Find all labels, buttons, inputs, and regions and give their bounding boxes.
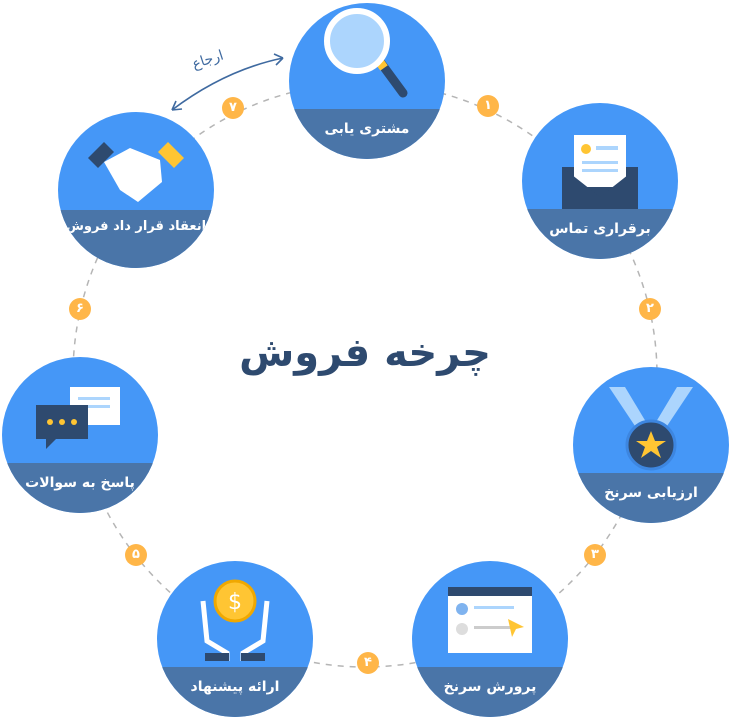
envelope-icon (562, 135, 638, 215)
diagram-title: چرخه فروش (239, 330, 491, 376)
referral-arrow (171, 57, 284, 111)
step-label: پرورش سرنخ (412, 667, 568, 717)
step-label: برقراری تماس (522, 209, 678, 259)
step-closing: انعقاد قرار داد فروش (58, 112, 214, 268)
step-label: ارزیابی سرنخ (573, 473, 729, 523)
step-marker: ۱ (477, 95, 499, 117)
step-label: ارائه پیشنهاد (157, 667, 313, 717)
step-lead-nurturing: پرورش سرنخ (412, 561, 568, 717)
medal-icon (609, 387, 693, 471)
step-prospecting: مشتری یابی (289, 3, 445, 159)
step-contact: برقراری تماس (522, 103, 678, 259)
handshake-icon (88, 142, 184, 202)
step-marker: ۷ (222, 97, 244, 119)
step-label: مشتری یابی (289, 109, 445, 159)
step-marker: ۲ (639, 298, 661, 320)
step-answer-questions: پاسخ به سوالات (2, 357, 158, 513)
step-label: پاسخ به سوالات (2, 463, 158, 513)
magnifier-icon (324, 8, 408, 98)
chat-bubbles-icon (36, 387, 120, 449)
browser-cursor-icon (448, 587, 532, 653)
step-marker: ۴ (357, 652, 379, 674)
step-label: انعقاد قرار داد فروش (58, 210, 214, 268)
svg-text:$: $ (228, 590, 242, 615)
step-lead-qualification: ارزیابی سرنخ (573, 367, 729, 523)
step-proposal: $ ارائه پیشنهاد (157, 561, 313, 717)
step-marker: ۶ (69, 298, 91, 320)
step-marker: ۵ (125, 544, 147, 566)
hands-coin-icon: $ (200, 579, 270, 661)
step-marker: ۳ (584, 544, 606, 566)
